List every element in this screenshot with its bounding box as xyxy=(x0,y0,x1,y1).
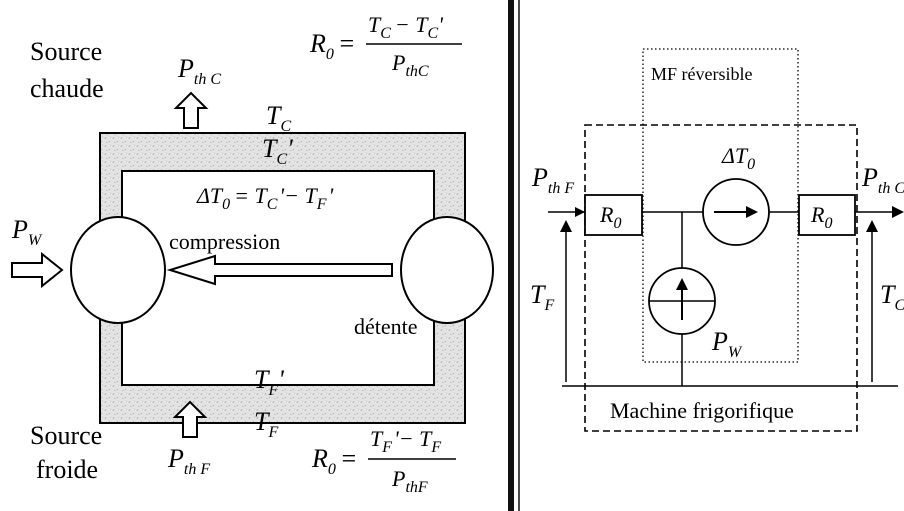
flow-arrow xyxy=(166,254,393,286)
t-f-right-label: TF xyxy=(530,280,554,314)
t-f-prime-label: TF' xyxy=(254,365,284,399)
heat-out-arrow xyxy=(173,91,209,129)
source-cold-line1: Source xyxy=(30,421,102,450)
detente-label: détente xyxy=(354,314,418,339)
t-c-right-label: TC xyxy=(880,280,904,314)
p-th-f-right-label: Pth F xyxy=(531,163,574,197)
work-in-arrow xyxy=(11,251,64,289)
inner-enclosure xyxy=(121,170,435,386)
expander-circle xyxy=(400,216,494,324)
t-f-label: TF xyxy=(254,407,278,441)
t-c-label: TC xyxy=(266,101,291,135)
svg-text:R0=: R0= xyxy=(309,29,355,63)
svg-text:R0=: R0= xyxy=(311,444,357,478)
machine-frigorifique-box xyxy=(584,124,858,432)
svg-text:TF'− TF: TF'− TF xyxy=(370,426,441,456)
compressor-circle xyxy=(70,216,166,324)
r0-left-label: R0 xyxy=(599,202,621,232)
r0-hot-formula: R0= TC− TC' PthC xyxy=(309,12,462,80)
p-th-f-label: Pth F xyxy=(167,444,210,478)
p-th-c-right-label: Pth C xyxy=(861,163,904,197)
machine-frigorifique-label: Machine frigorifique xyxy=(610,398,794,423)
pw-label: PW xyxy=(711,327,743,361)
delta-t0-equation: ΔT0= TC'− TF' xyxy=(196,183,334,213)
compression-label: compression xyxy=(169,229,280,254)
p-th-c-label: Pth C xyxy=(177,54,221,88)
svg-text:PthF: PthF xyxy=(391,466,428,496)
machine-label-bg xyxy=(600,396,844,426)
svg-text:TC− TC': TC− TC' xyxy=(368,12,443,42)
r0-right-box xyxy=(798,194,856,236)
heat-in-arrow xyxy=(172,400,208,438)
source-hot-line2: chaude xyxy=(30,74,104,103)
r0-cold-formula: R0= TF'− TF PthF xyxy=(311,426,456,496)
source-cold-line2: froide xyxy=(36,455,98,484)
p-w-label: PW xyxy=(11,215,43,249)
source-hot-line1: Source xyxy=(30,37,102,66)
r0-left-box xyxy=(584,194,643,236)
mf-reversible-box xyxy=(642,48,799,363)
delta-t0-label: ΔT0 xyxy=(721,143,755,173)
r0-right-label: R0 xyxy=(810,202,832,232)
mf-reversible-label: MF réversible xyxy=(651,64,752,84)
t-c-prime-label: TC' xyxy=(262,134,293,168)
svg-text:PthC: PthC xyxy=(391,50,429,80)
panel-divider xyxy=(508,0,514,511)
